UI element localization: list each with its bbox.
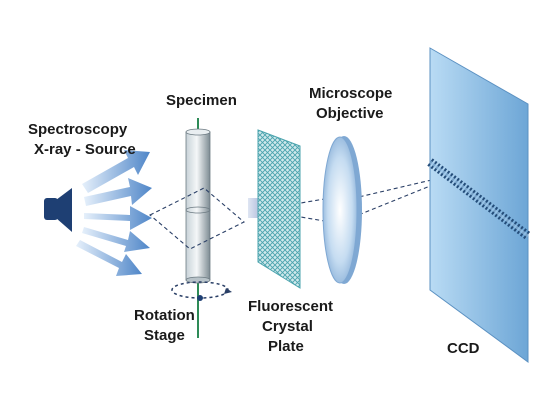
specimen-cylinder <box>185 128 211 284</box>
fluorescent-crystal-plate <box>257 129 301 289</box>
beam-arrow <box>82 227 150 252</box>
beam-arrow <box>76 240 142 276</box>
microscope-objective-lens <box>322 136 362 284</box>
plate-label-line1: Fluorescent <box>248 298 333 315</box>
stage-label-line1: Rotation <box>134 307 195 324</box>
rotation-stage <box>171 281 232 301</box>
source-label-line2: X-ray - Source <box>34 141 136 158</box>
plate-label-line2: Crystal <box>262 318 313 335</box>
objective-label-line2: Objective <box>316 105 384 122</box>
source-label-line1: Spectroscopy <box>28 121 128 138</box>
stage-label-line2: Stage <box>144 327 185 344</box>
plate-label-line3: Plate <box>268 338 304 355</box>
objective-label-line1: Microscope <box>309 85 392 102</box>
beam-arrow <box>82 150 150 193</box>
ccd-detector <box>427 47 531 363</box>
beam-arrow <box>84 178 152 206</box>
xray-beam-arrows <box>76 150 152 276</box>
specimen-label: Specimen <box>166 92 237 109</box>
xray-source-icon <box>44 188 72 232</box>
ccd-label: CCD <box>447 340 480 357</box>
beam-arrow <box>84 206 152 230</box>
